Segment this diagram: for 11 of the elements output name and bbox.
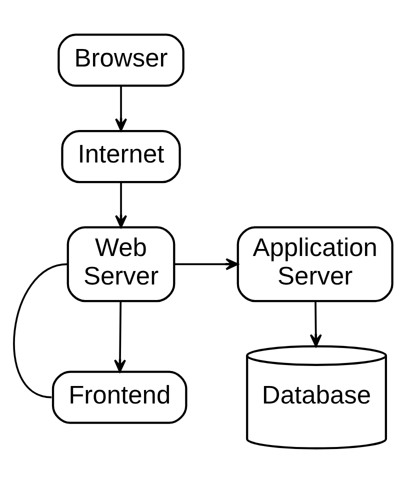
arrow [174,258,239,270]
arrow [115,86,128,132]
arrow [115,182,128,228]
arrow [114,301,126,372]
node-box: Internet [61,130,181,184]
node-box: Web Server [66,226,176,302]
arrow [310,301,322,348]
connector [13,263,68,398]
node-box: Frontend [52,370,188,424]
node-box: Application Server [236,226,394,302]
node-box: Browser [58,34,184,87]
